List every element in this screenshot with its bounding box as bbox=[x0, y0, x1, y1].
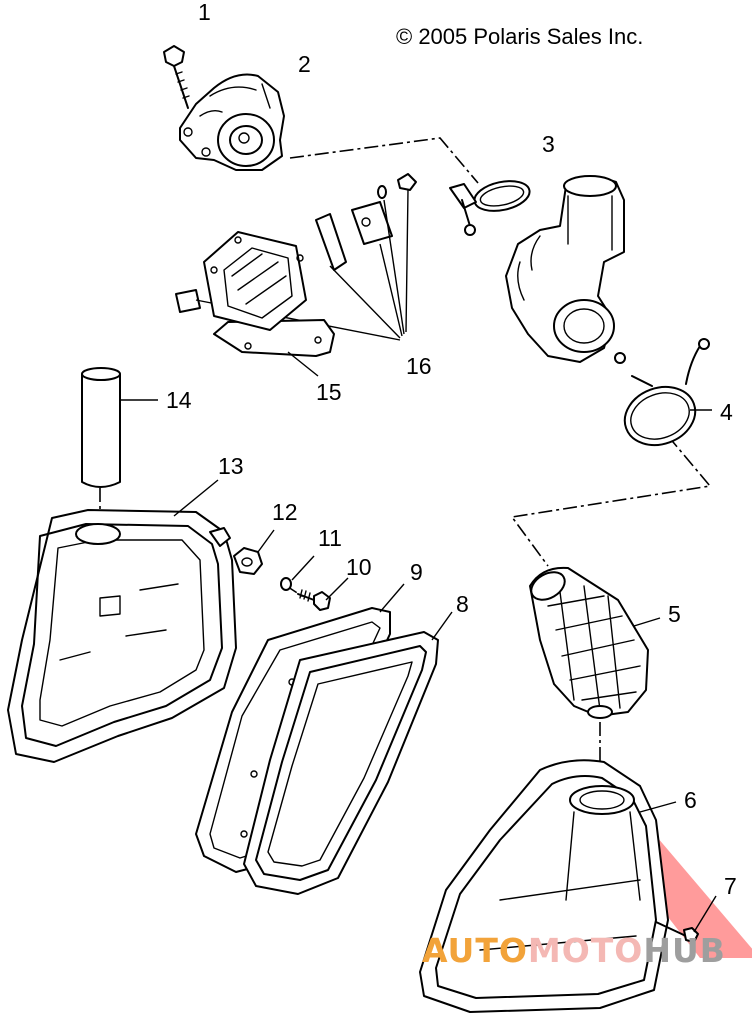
part-reed-valve-15 bbox=[203, 231, 335, 377]
callout-4: 4 bbox=[720, 399, 733, 425]
part-tube-14 bbox=[81, 367, 158, 488]
callout-6: 6 bbox=[684, 787, 697, 813]
callout-labels: 1 2 3 4 5 6 7 8 9 10 11 12 13 14 15 16 bbox=[166, 0, 737, 899]
callout-10: 10 bbox=[346, 554, 372, 580]
callout-7: 7 bbox=[724, 873, 737, 899]
callout-2: 2 bbox=[298, 51, 311, 77]
callout-3: 3 bbox=[542, 131, 555, 157]
callout-9: 9 bbox=[410, 559, 423, 585]
callout-5: 5 bbox=[668, 601, 681, 627]
part-screw-1 bbox=[163, 45, 190, 109]
part-oil-pump-2 bbox=[179, 73, 285, 171]
part-nut-12 bbox=[233, 529, 275, 575]
part-airbox-13 bbox=[7, 479, 237, 763]
callout-1: 1 bbox=[198, 0, 211, 25]
part-carburetor-adaptor bbox=[505, 175, 625, 363]
callout-11: 11 bbox=[318, 525, 342, 551]
watermark-text: AUTOMOTOHUB bbox=[422, 931, 726, 970]
copyright-text: © 2005 Polaris Sales Inc. bbox=[396, 24, 643, 49]
part-washer-11 bbox=[280, 555, 315, 591]
part-screw-7 bbox=[655, 895, 717, 943]
callout-16: 16 bbox=[406, 353, 432, 379]
part-seal-ring-4 bbox=[614, 338, 712, 447]
part-bolt-10 bbox=[297, 577, 349, 611]
callout-13: 13 bbox=[218, 453, 244, 479]
part-clamp-3 bbox=[449, 180, 531, 236]
callout-15: 15 bbox=[316, 379, 342, 405]
part-intake-boot-5 bbox=[529, 566, 661, 719]
callout-8: 8 bbox=[456, 591, 469, 617]
part-lower-airbox-6 bbox=[419, 759, 677, 1013]
part-filter-gasket-8 bbox=[243, 611, 453, 895]
callout-12: 12 bbox=[272, 499, 298, 525]
part-reed-hardware-16 bbox=[175, 173, 417, 341]
watermark-logo: AUTOMOTOHUB bbox=[422, 931, 726, 970]
callout-14: 14 bbox=[166, 387, 192, 413]
